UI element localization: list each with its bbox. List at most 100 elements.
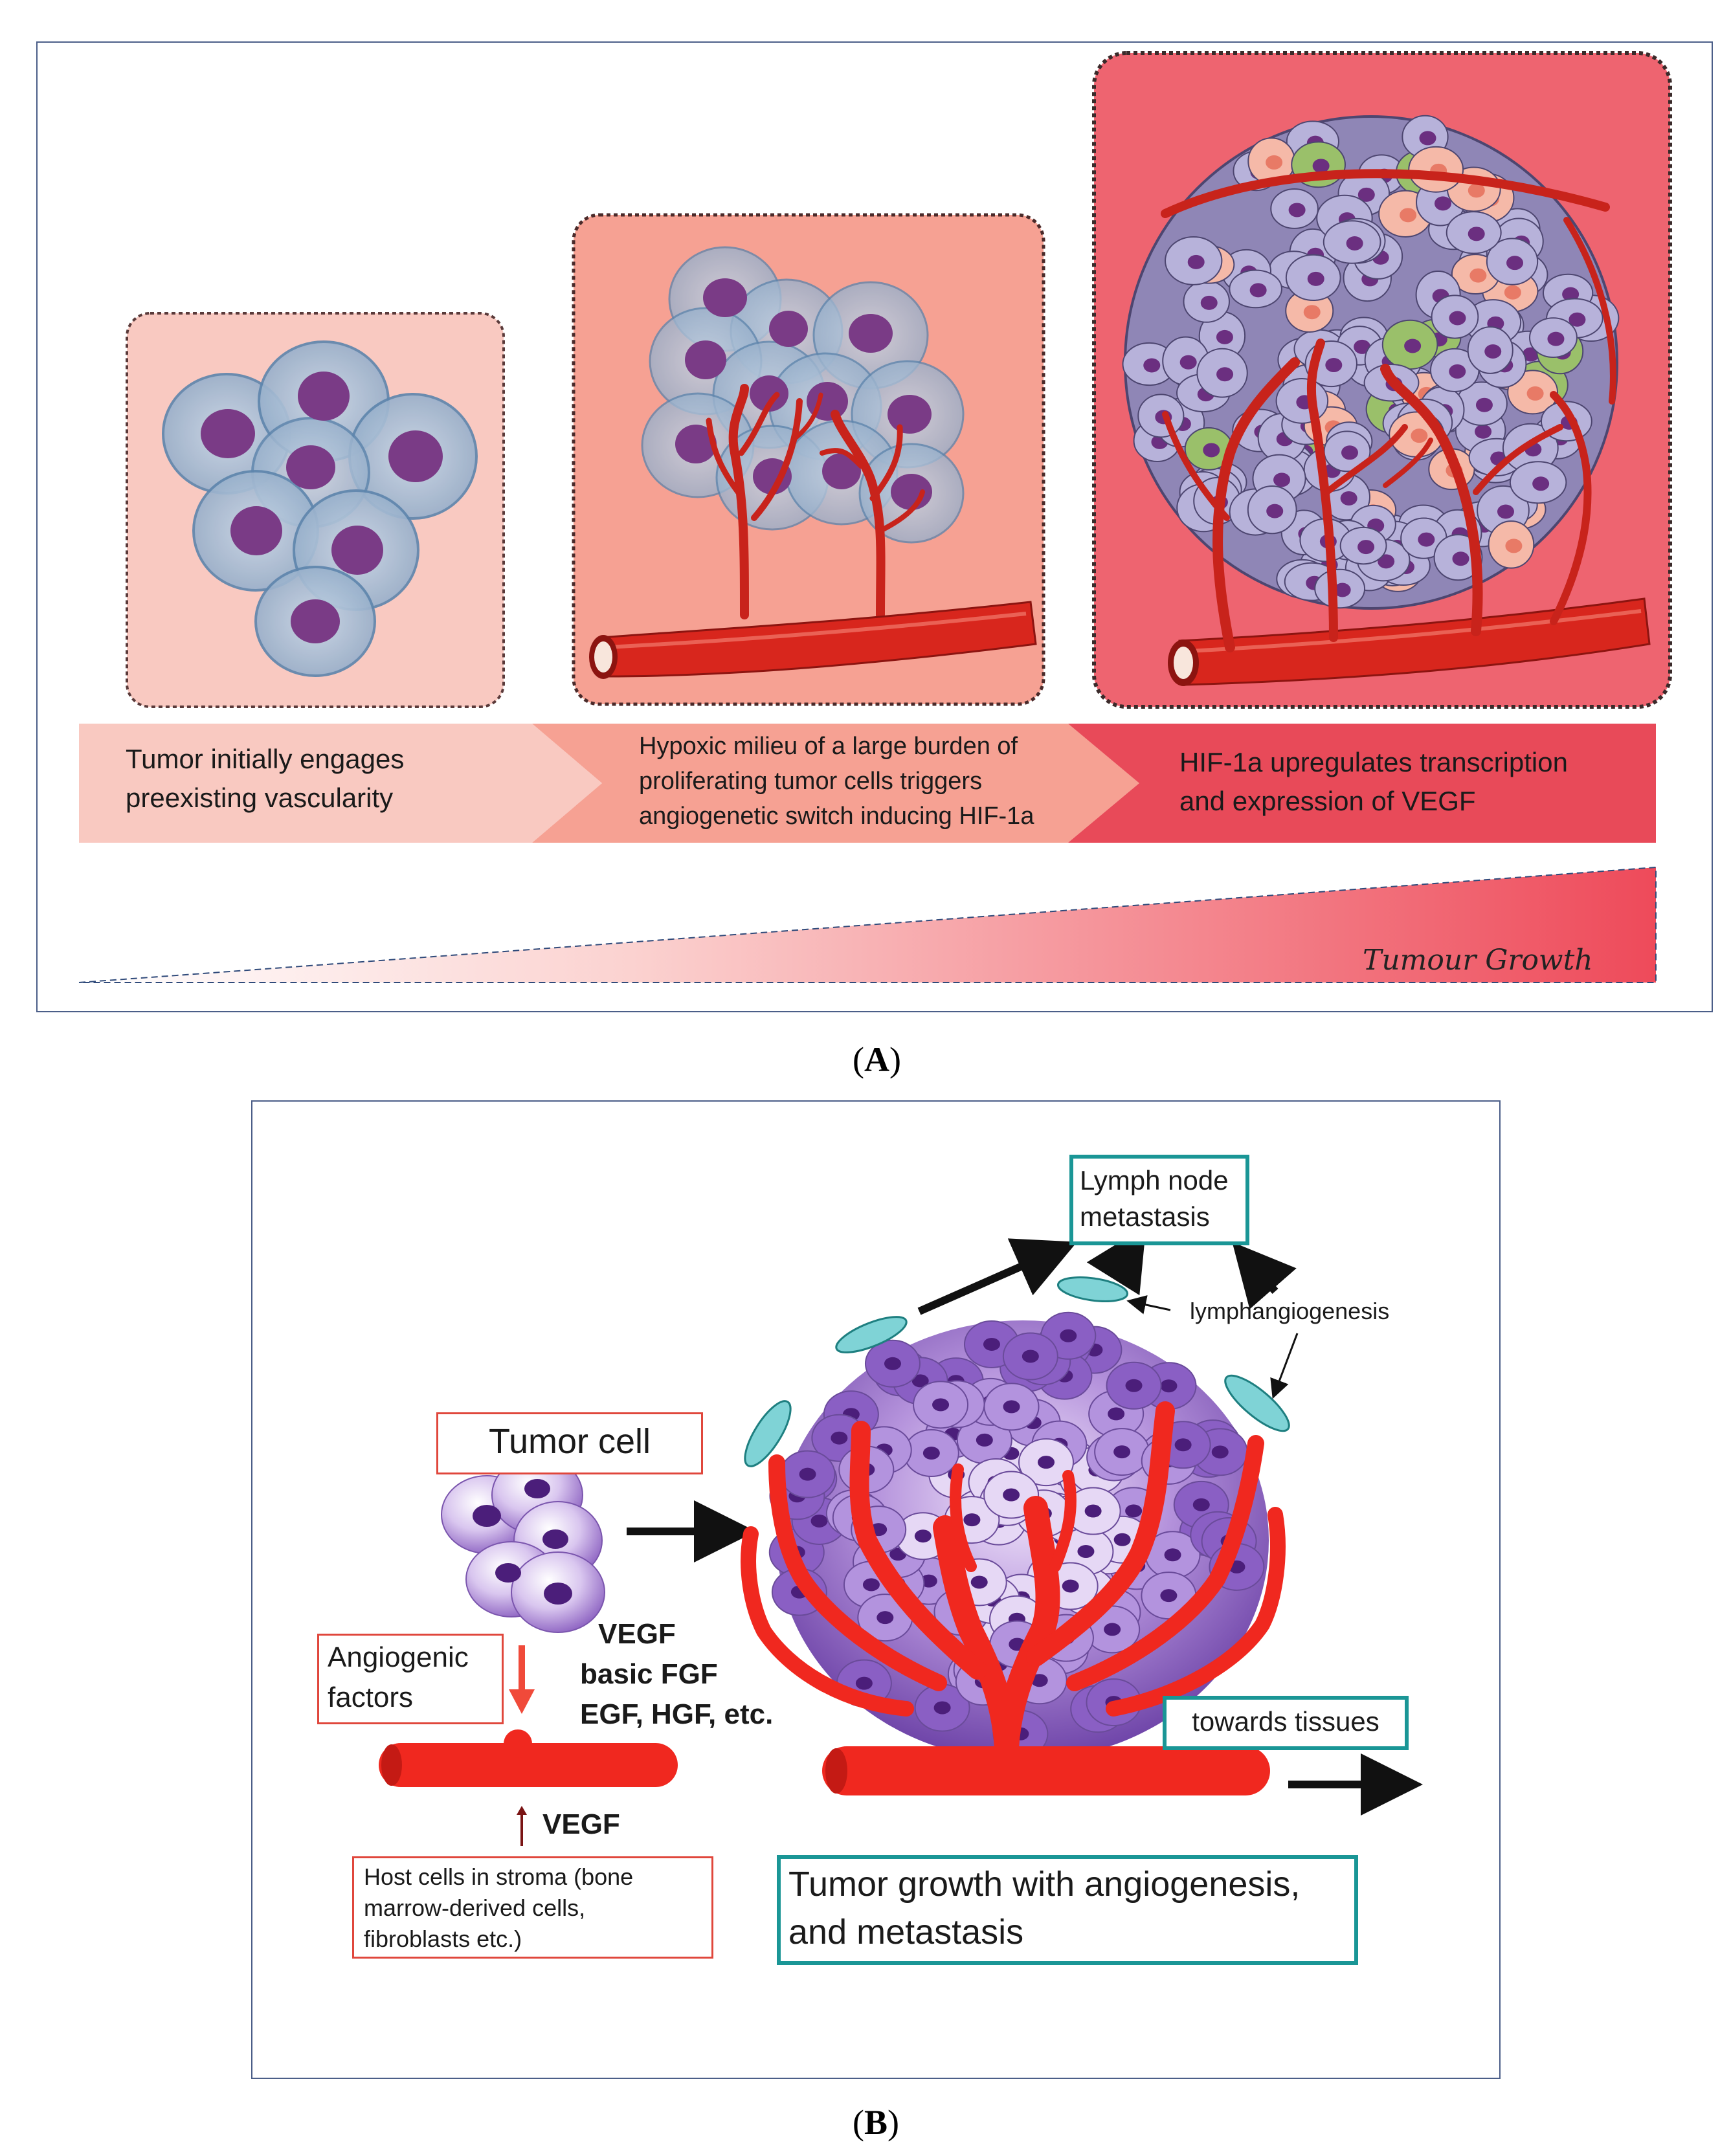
tumor-cell-nucleus (1143, 358, 1161, 373)
angiogenic-factors-box (317, 1634, 504, 1724)
big-tumor-cell-nucleus (855, 1676, 873, 1690)
big-tumor-cell-nucleus (922, 1447, 940, 1460)
stage2-line-1: Hypoxic milieu of a large burden of (639, 733, 1018, 760)
tumor-cell-nucleus (1449, 311, 1466, 326)
host-cells-line-1: Host cells in stroma (bone (364, 1863, 634, 1890)
tumor-cell-nucleus (1506, 256, 1524, 271)
big-tumor-cell-nucleus (1125, 1379, 1143, 1392)
tumor-cell-nucleus (1434, 196, 1451, 211)
tumor-cell-nucleus (1400, 208, 1417, 223)
growth-wedge (78, 866, 1657, 983)
tumor-cell-box (436, 1412, 703, 1474)
big-tumor-cell-nucleus (1211, 1445, 1229, 1459)
tumor-cell-nucleus (1418, 532, 1435, 547)
big-tumor-cell-nucleus (831, 1431, 848, 1445)
tumor-cell-nucleus (1404, 339, 1422, 353)
big-tumor-cell-nucleus (1160, 1589, 1178, 1603)
panel-a-label-open: ( (853, 1040, 864, 1079)
big-tumor-vessels (741, 1401, 1286, 1760)
stage2-vessels (706, 384, 925, 619)
thin-up-arrow (517, 1806, 527, 1846)
lymphangiogenesis-label: lymphangiogenesis (1190, 1298, 1390, 1324)
tumor-cell-nucleus (1569, 312, 1586, 327)
stage3-vessels (1161, 169, 1616, 652)
host-cells-line-2: marrow-derived cells, (364, 1895, 586, 1921)
tumor-cell-nucleus (1179, 355, 1197, 370)
stage3-text: HIF-1a upregulates transcription and exp… (1179, 743, 1646, 821)
big-tumor-cell-nucleus (1192, 1498, 1210, 1511)
tumor-cell-nucleus (1532, 476, 1550, 491)
tumor-cell-nucleus (1325, 358, 1343, 373)
growth-caption-line-2: and metastasis (788, 1913, 1024, 1951)
tumor-cell-nucleus (1497, 504, 1514, 519)
factor-vegf: VEGF (598, 1618, 676, 1650)
panel-a-label-letter: A (864, 1040, 889, 1079)
growth-factors-list: VEGF basic FGF EGF, HGF, etc. (580, 1614, 773, 1735)
stage-banner (79, 724, 1656, 843)
big-tumor-cell-nucleus (1031, 1674, 1048, 1687)
big-tumor-cell-nucleus (1022, 1350, 1039, 1363)
panel-a-label: (A) (853, 1039, 901, 1080)
factor-basic-fgf: basic FGF (580, 1658, 718, 1690)
big-tumor-cell-nucleus (1077, 1544, 1095, 1558)
big-tumor-cell-nucleus (976, 1433, 993, 1447)
big-tumor-cell-nucleus (1062, 1579, 1079, 1593)
stage2-cells (641, 246, 965, 544)
stage1-line-2: preexisting vascularity (126, 783, 394, 813)
lymph-node-label: Lymph node metastasis (1080, 1162, 1229, 1235)
angiogenic-line-2: factors (328, 1682, 414, 1713)
tumor-cell-nucleus (1504, 285, 1521, 300)
tumor-cell-nucleus (1266, 504, 1284, 518)
growth-caption-label: Tumor growth with angiogenesis, and meta… (788, 1860, 1300, 1956)
red-down-arrow (509, 1645, 535, 1714)
tumor-cell-nucleus (1341, 445, 1358, 460)
tumor-cell-nucleus (1266, 155, 1283, 170)
vegf-label: VEGF (542, 1808, 620, 1840)
tumor-cell-nucleus (1469, 268, 1487, 283)
big-tumor-cell-nucleus (1060, 1329, 1077, 1342)
big-vessel (822, 1746, 1270, 1795)
stage2-text: Hypoxic milieu of a large burden of prol… (639, 729, 1118, 834)
host-cells-label: Host cells in stroma (bone marrow-derive… (364, 1861, 633, 1955)
lymph-node-box (1069, 1155, 1249, 1245)
stage2-line-2: proliferating tumor cells triggers (639, 768, 983, 795)
tumor-cell-nucleus (1273, 472, 1291, 487)
stage1-cells (162, 340, 478, 677)
tumor-cell-nucleus (1475, 397, 1493, 412)
big-tumor-cell-nucleus (1104, 1623, 1121, 1636)
factor-egf-hgf: EGF, HGF, etc. (580, 1698, 774, 1730)
tumor-cell-nucleus (1562, 287, 1580, 302)
tumor-cell-nucleus (1354, 339, 1371, 354)
angiogenic-line-1: Angiogenic (328, 1641, 469, 1673)
big-tumor-cell-nucleus (799, 1467, 816, 1481)
tumor-cell-nucleus (1334, 583, 1351, 597)
big-tumor-cell-nucleus (963, 1513, 981, 1527)
tumor-cell-nucleus (1216, 329, 1233, 344)
tumor-cell-nucleus (1484, 344, 1502, 359)
panel-b-label-open: ( (853, 2103, 864, 2142)
tumor-cell-nucleus (1449, 364, 1466, 379)
lymph-node-line-1: Lymph node (1080, 1165, 1229, 1195)
tumor-cell-nucleus (1468, 227, 1485, 241)
tumor-cell-nucleus (1303, 305, 1321, 320)
tumor-cell-nucleus (1346, 236, 1363, 250)
stage2-line-3: angiogenetic switch inducing HIF-1a (639, 803, 1034, 830)
stage3-line-2: and expression of VEGF (1179, 786, 1476, 816)
lymphangiogenesis-pointer (1126, 1295, 1171, 1315)
big-tumor-cell-nucleus (862, 1578, 880, 1592)
big-tumor-cell-nucleus (983, 1337, 1000, 1351)
big-tumor-cell-nucleus (1003, 1488, 1020, 1502)
stage2-main-vessel (589, 601, 1037, 679)
big-tumor-cell-nucleus (1174, 1438, 1192, 1452)
lymphangiogenesis-pointer-2 (1270, 1333, 1299, 1399)
tumor-cell-nucleus (1357, 187, 1375, 202)
tumor-cell-nucleus (1475, 424, 1492, 439)
big-tumor-cell-nucleus (914, 1529, 932, 1543)
tumor-cell-nucleus (1419, 131, 1436, 146)
big-tumor-cell-nucleus (1038, 1456, 1055, 1469)
panel-b-label-letter: B (864, 2103, 888, 2142)
stage3-main-vessel (1168, 597, 1651, 686)
small-vessel (379, 1729, 678, 1787)
